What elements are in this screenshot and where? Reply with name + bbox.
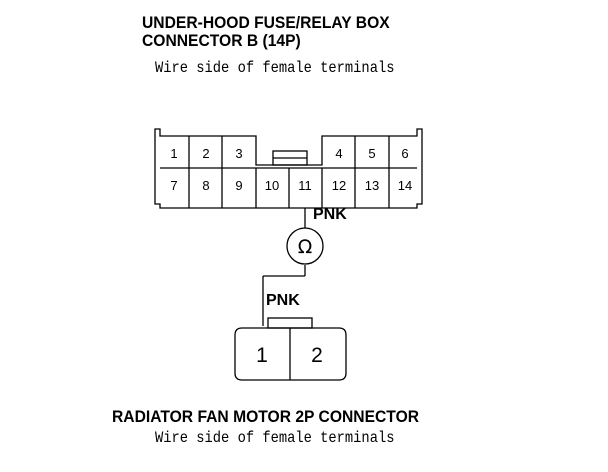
pin-label-bottom: 7 [170,178,177,193]
pin-label-top: 1 [170,146,177,161]
bottom-connector-latch [267,317,313,329]
pin-label-bottom: 9 [235,178,242,193]
pin-label-top: 3 [235,146,242,161]
pin-label-bottom: 12 [332,178,346,193]
wire-color-label-upper: PNK [313,206,347,223]
bottom-connector-title: RADIATOR FAN MOTOR 2P CONNECTOR [112,407,420,426]
pin-label-bottom: 11 [298,178,312,193]
bottom-connector-body [234,327,347,381]
pin-label-bottom: 14 [398,178,412,193]
bottom-connector-pin: 2 [311,344,323,367]
pin-label-bottom: 8 [202,178,209,193]
pin-label-top: 6 [401,146,408,161]
top-connector-title-line2: CONNECTOR B (14P) [142,31,301,50]
pin-label-top: 5 [368,146,375,161]
pin-label-bottom: 10 [265,178,279,193]
top-connector-subtitle: Wire side of female terminals [155,59,395,77]
bottom-connector-pin: 1 [256,344,268,367]
top-connector-body [154,128,423,209]
pin-label-top: 2 [202,146,209,161]
ohm-symbol: Ω [298,236,313,258]
pin-label-top: 4 [335,146,342,161]
top-connector-title-line1: UNDER-HOOD FUSE/RELAY BOX [142,13,390,32]
pin-label-bottom: 13 [365,178,379,193]
wire-color-label-lower: PNK [266,292,300,309]
ohmmeter-icon [286,227,324,265]
bottom-connector-subtitle: Wire side of female terminals [155,429,395,447]
